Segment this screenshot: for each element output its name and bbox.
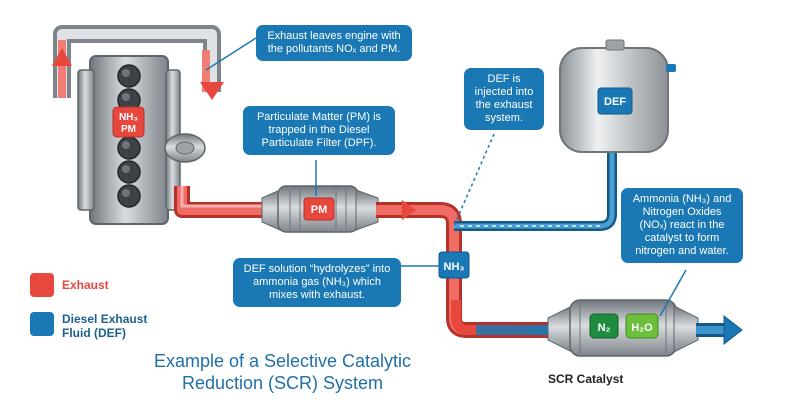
- engine-chemical-tag: [112, 106, 145, 138]
- nh3-tag: [438, 251, 470, 279]
- engine-chem-line1: NH₃: [119, 112, 138, 123]
- callout-pm-trapped: Particulate Matter (PM) is trapped in th…: [243, 106, 395, 155]
- callout-exhaust-leaves: Exhaust leaves engine with the pollutant…: [256, 25, 412, 61]
- callout-def-hydrolyzes: DEF solution “hydrolyzes” into ammonia g…: [233, 258, 401, 307]
- def-tank: DEF: [559, 39, 676, 153]
- outlet-arrow: [723, 314, 743, 346]
- def-supply-line: [454, 150, 617, 231]
- legend-exhaust-swatch: [30, 273, 54, 297]
- outlet-pipe: [696, 314, 743, 346]
- diagram-title: Example of a Selective Catalytic Reducti…: [153, 351, 412, 393]
- callout-connectors: [205, 37, 687, 317]
- engine: [77, 55, 206, 225]
- def-tank-tag: [597, 87, 633, 115]
- exhaust-arrow-down: [200, 82, 224, 100]
- flow-arrow-1: [402, 200, 416, 220]
- h2o-label: H₂O: [631, 322, 653, 334]
- legend-exhaust: Exhaust: [30, 273, 109, 297]
- def-tank-label: DEF: [604, 96, 626, 108]
- legend-def: Diesel Exhaust Fluid (DEF): [30, 312, 165, 340]
- n2-label: N₂: [598, 322, 611, 334]
- dpf-pm-tag: [303, 197, 335, 221]
- engine-chem-line2: PM: [121, 124, 136, 135]
- callout-def-injected: DEF is injected into the exhaust system.: [464, 68, 544, 130]
- legend-def-swatch: [30, 312, 54, 336]
- n2-tag: [589, 313, 619, 339]
- callout-ammonia-reacts: Ammonia (NH₃) and Nitrogen Oxides (NOₓ) …: [621, 188, 743, 263]
- scr-catalyst-label: SCR Catalyst: [548, 372, 624, 386]
- dpf-pm-label: PM: [311, 204, 328, 216]
- exhaust-pipe-to-dpf: [174, 186, 280, 218]
- exhaust-manifold-loop: [52, 25, 224, 100]
- h2o-tag: [625, 313, 659, 339]
- legend-exhaust-label: Exhaust: [62, 278, 109, 292]
- scr-catalyst: [547, 299, 699, 357]
- legend-def-label: Diesel Exhaust Fluid (DEF): [62, 312, 148, 340]
- exhaust-arrow-up: [52, 48, 72, 66]
- nh3-label: NH₃: [444, 261, 465, 273]
